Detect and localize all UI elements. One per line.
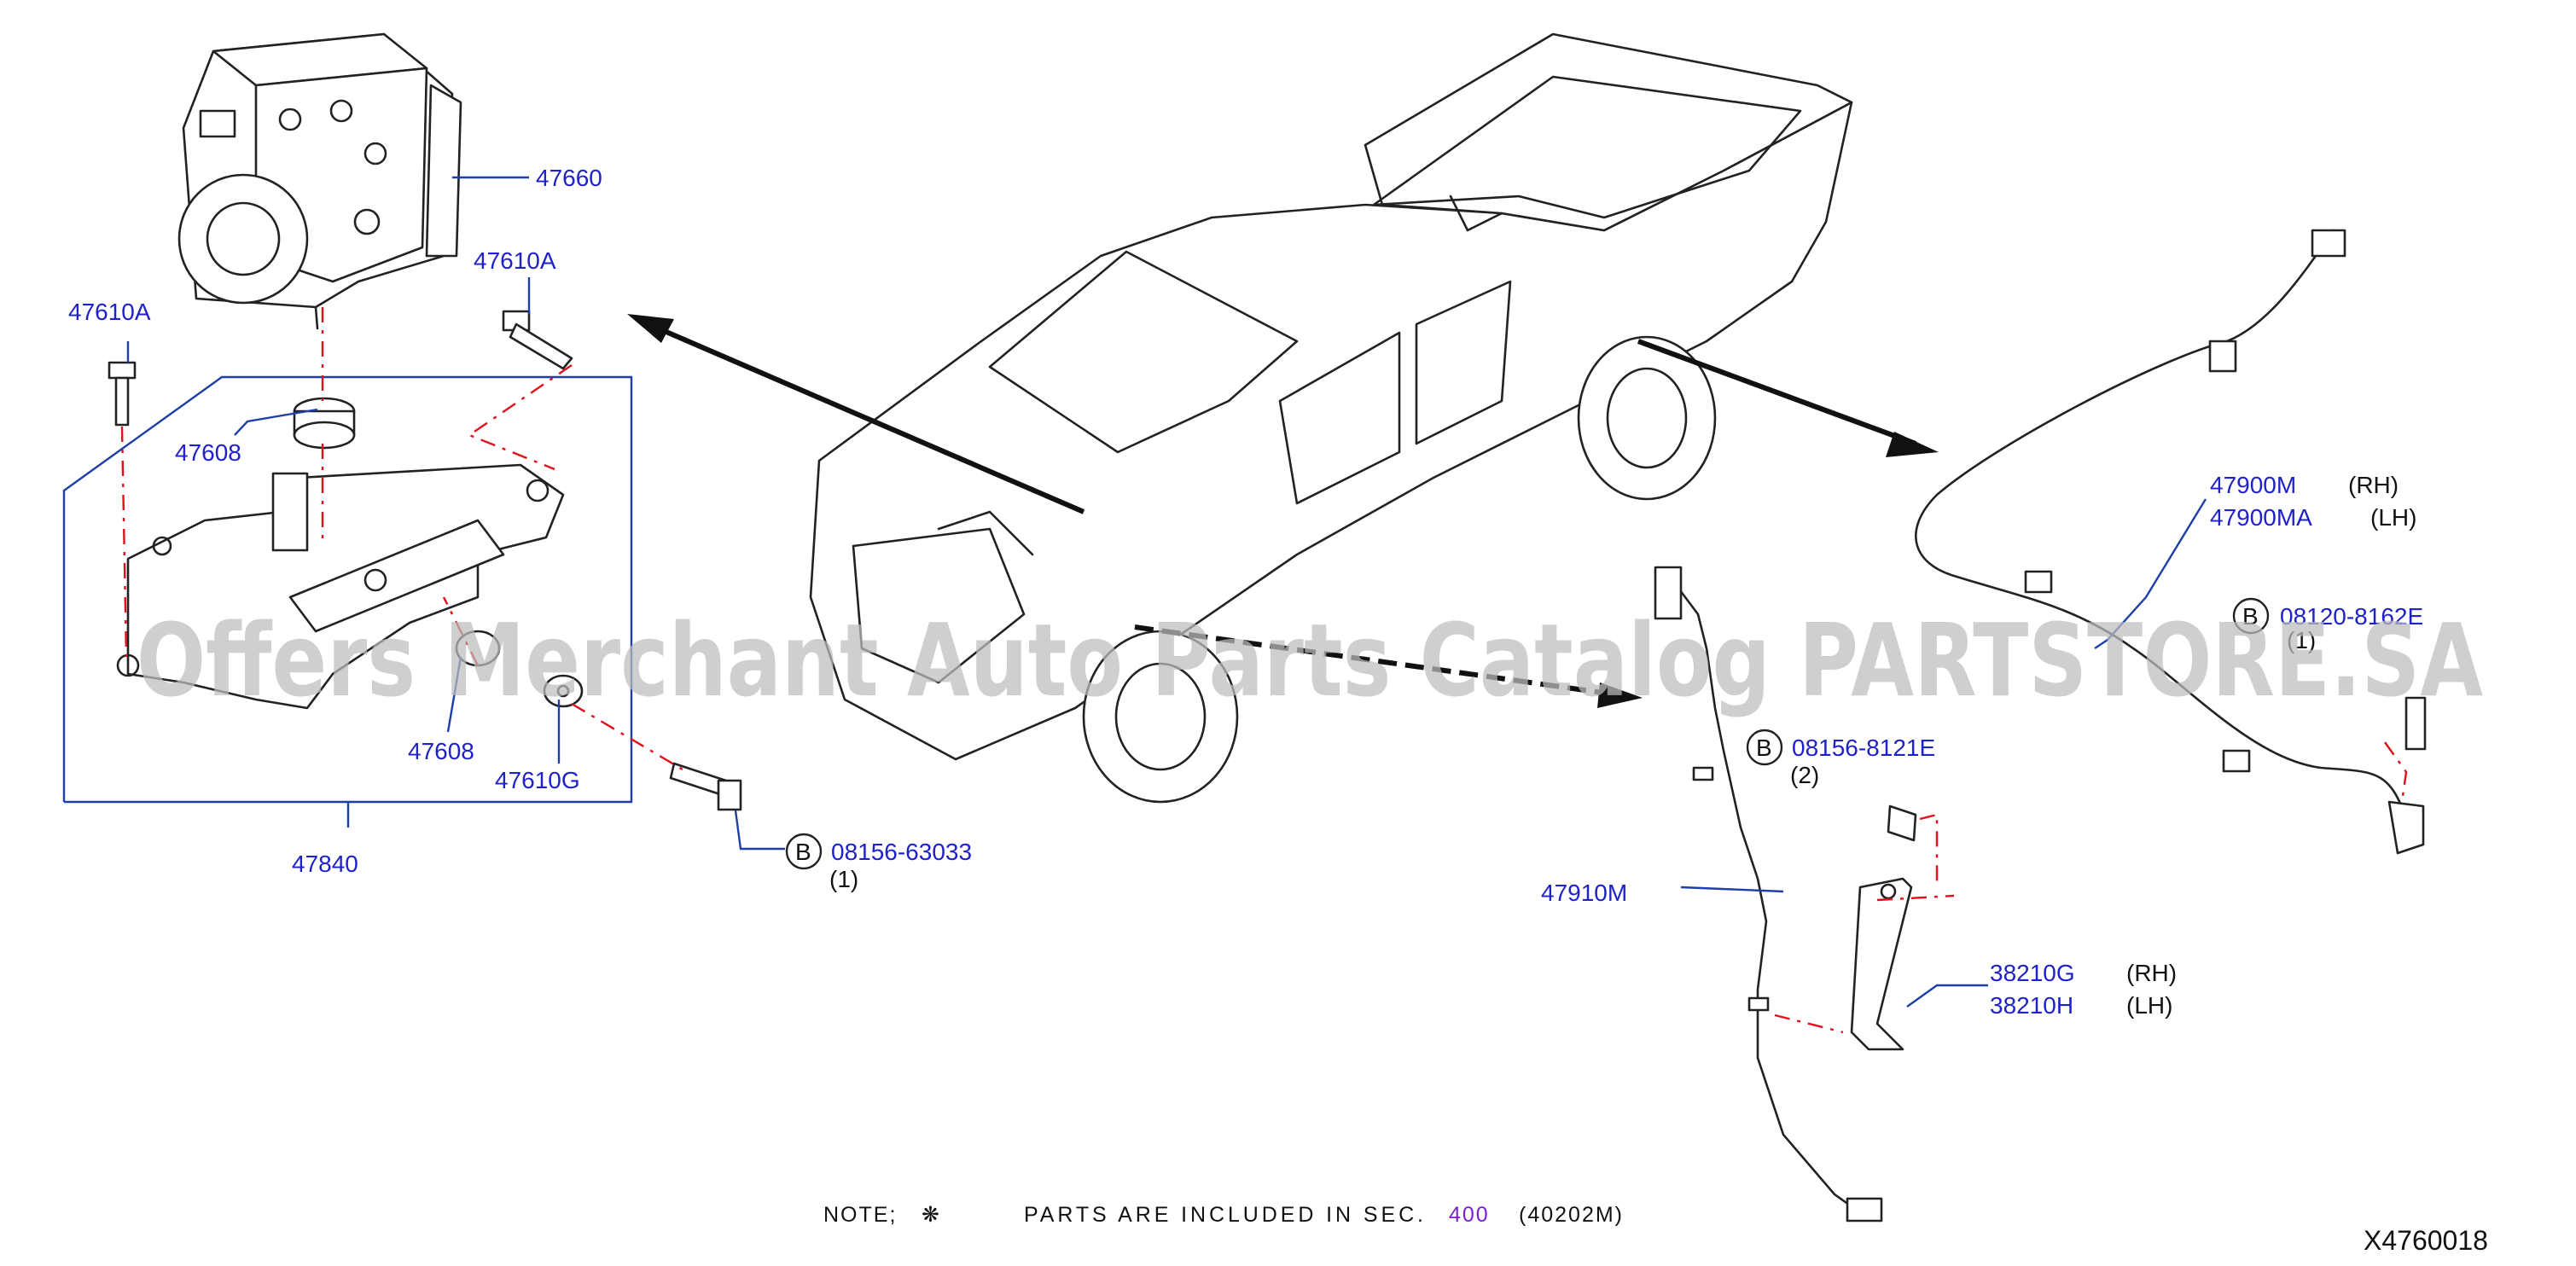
front-sensor-drawing xyxy=(1654,566,1955,1222)
label-47660: 47660 xyxy=(536,165,602,191)
side-47900ma: (LH) xyxy=(2370,504,2416,531)
bracket-drawing xyxy=(116,463,565,710)
label-47608-bottom: 47608 xyxy=(408,738,474,764)
label-38210g: 38210G xyxy=(1990,960,2075,986)
label-47900m: 47900M xyxy=(2210,472,2296,498)
label-47610g: 47610G xyxy=(495,767,580,793)
label-47900ma: 47900MA xyxy=(2210,504,2312,531)
label-47610a-left: 47610A xyxy=(68,299,151,325)
note-section: 400 xyxy=(1449,1203,1490,1227)
bolt-b-letter-3: B xyxy=(2242,603,2259,630)
label-47840: 47840 xyxy=(292,851,358,877)
phantom-lines xyxy=(120,307,683,771)
label-47608-top: 47608 xyxy=(175,439,241,466)
label-47610a-right: 47610A xyxy=(474,247,556,274)
bolt-b-marker-1 xyxy=(785,833,823,870)
abs-actuator-drawing xyxy=(177,32,462,330)
qty-08120-8162e: (1) xyxy=(2287,627,2316,653)
note-code: (40202M) xyxy=(1519,1203,1624,1227)
note-text: PARTS ARE INCLUDED IN SEC. xyxy=(1024,1203,1425,1227)
label-38210h: 38210H xyxy=(1990,992,2073,1019)
label-08156-63033: 08156-63033 xyxy=(831,839,972,865)
label-08156-8121e: 08156-8121E xyxy=(1792,735,1935,761)
leader-lines xyxy=(126,176,2207,1008)
bracket-frame xyxy=(62,375,633,828)
bolt-b-marker-3 xyxy=(2232,597,2270,635)
qty-08156-8121e: (2) xyxy=(1790,762,1819,788)
diagram-id: X4760018 xyxy=(2364,1225,2488,1256)
note-prefix: NOTE; xyxy=(823,1203,897,1227)
note-symbol-icon: ❋ xyxy=(922,1202,941,1227)
bolt-b-marker-2 xyxy=(1746,729,1783,766)
bolt-b-letter-1: B xyxy=(795,839,811,865)
side-38210h: (LH) xyxy=(2126,992,2172,1019)
bolt-b-letter-2: B xyxy=(1756,735,1772,761)
qty-08156-63033: (1) xyxy=(829,866,858,892)
direction-arrows xyxy=(627,314,1939,708)
label-08120-8162e: 08120-8162E xyxy=(2280,603,2423,630)
side-38210g: (RH) xyxy=(2126,960,2177,986)
watermark-text: Offers Merchant Auto Parts Catalog PARTS… xyxy=(137,601,2483,719)
pickup-truck-drawing xyxy=(809,32,1853,804)
side-47900m: (RH) xyxy=(2348,472,2399,498)
rear-sensor-drawing xyxy=(1915,229,2427,855)
label-47910m: 47910M xyxy=(1541,880,1627,906)
